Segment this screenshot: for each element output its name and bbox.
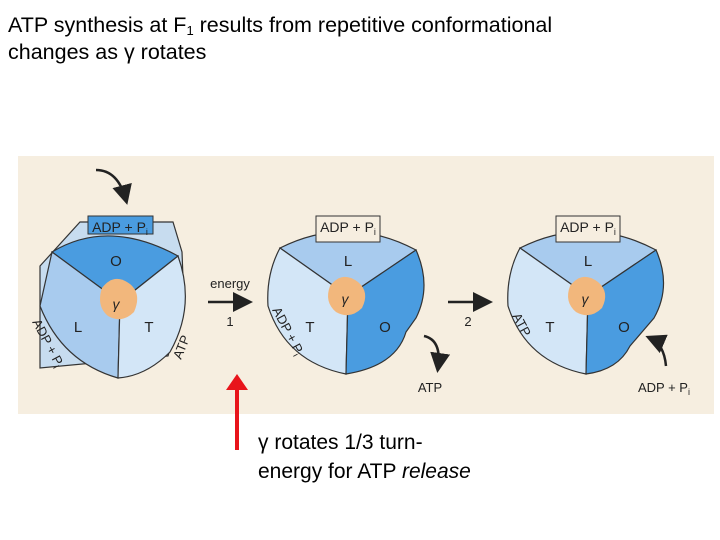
state-3-site-left-label: T [545,319,554,336]
title-line1: ATP synthesis at F1 results from repetit… [8,13,553,38]
atp-synthase-diagram: ADP + Pi O L T γ ADP + Pi ATP energy 1 A… [29,168,690,397]
step-1-number: 1 [226,314,233,329]
slide-title: ATP synthesis at F1 results from repetit… [8,12,708,66]
state-2-site-o [345,249,425,375]
atp-release-label: ATP [418,380,442,395]
state-2-site-right-label: O [379,319,391,336]
state-3-site-o [585,249,665,375]
caption-line1: γ rotates 1/3 turn- [258,431,423,454]
state-2-gamma-label: γ [342,291,350,307]
diagram-panel: ADP + Pi O L T γ ADP + Pi ATP energy 1 A… [18,156,714,414]
caption: γ rotates 1/3 turn- energy for ATP relea… [258,428,471,486]
state-3-site-top-label: L [584,253,592,270]
state-2-gamma [328,276,366,316]
title-line2: changes as γ rotates [8,40,207,64]
step-2-number: 2 [464,314,471,329]
state-1-site-t [117,255,186,379]
state-1-top-label: ADP + Pi [92,219,148,237]
state-1-cleft [87,215,154,235]
state-1-site-left-label: L [74,319,82,336]
state-3-top-label: ADP + Pi [560,219,616,237]
state-3-gamma-label: γ [582,291,590,307]
state-2-site-top-label: L [344,253,352,270]
state-1: ADP + Pi O L T γ ADP + Pi ATP [29,168,193,379]
red-up-arrow-icon [226,374,248,450]
curved-arrow-icon [423,334,451,373]
state-1-site-top-label: O [110,253,122,270]
state-2-site-t [267,247,349,375]
curved-arrow-icon [645,334,668,367]
state-1-gamma [100,278,138,320]
state-3-site-t [507,247,589,375]
state-1-gamma-label: γ [113,296,121,312]
state-2-site-left-label: T [305,319,314,336]
state-3-site-right-label: O [618,319,630,336]
caption-line2: energy for ATP release [258,460,471,483]
state-3-gamma [568,276,606,316]
state-2-top-label: ADP + Pi [320,219,376,237]
curved-arrow-icon [95,168,132,205]
state-3: ADP + Pi L T O γ ATP ADP + Pi [507,215,690,397]
state-2: ADP + Pi L T O γ ADP + Pi ATP [267,215,451,395]
state-2-cleft [315,215,381,243]
state-1-site-right-label: T [144,319,153,336]
adp-binding-label: ADP + Pi [638,380,690,397]
state-3-cleft [555,215,621,243]
step-1-label: energy [210,276,250,291]
